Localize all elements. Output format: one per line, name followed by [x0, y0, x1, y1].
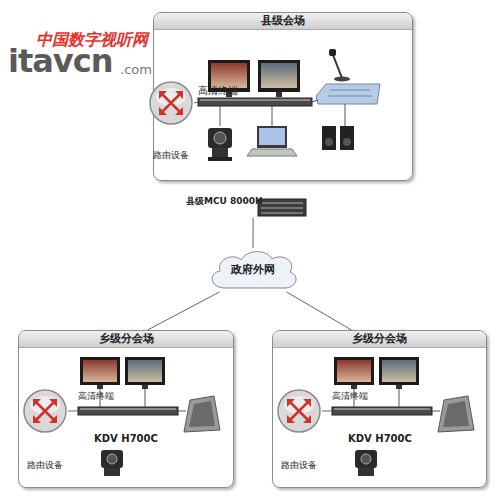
conference-microphone [438, 396, 474, 432]
watermark-text: itavcn [8, 42, 112, 80]
router-body [150, 82, 192, 124]
audio-mixer [316, 84, 380, 104]
router-node: 路由设备 [22, 388, 68, 472]
terminal-node: 高清终端 KDV H700C [78, 388, 178, 444]
network-link [68, 410, 78, 411]
network-link [148, 292, 220, 330]
node-label: 政府外网 [205, 262, 301, 277]
monitor [258, 60, 300, 97]
venue-box: 乡级分会场高清终端 KDV H700C 路由设备 [18, 330, 234, 488]
speaker [322, 126, 354, 150]
node-label: 县级会场 [154, 13, 412, 30]
venue-box: 乡级分会场高清终端 KDV H700C 路由设备 [272, 330, 487, 488]
monitor [334, 357, 374, 389]
conference-microphone [184, 396, 220, 432]
router-node: 路由设备 [148, 80, 194, 162]
network-link [194, 102, 198, 104]
microphone [329, 49, 350, 82]
node-label: 高清终端 [198, 84, 238, 98]
node-label: 乡级分会场 [19, 331, 233, 348]
terminal-device [198, 98, 312, 106]
node-label: 乡级分会场 [273, 331, 486, 348]
monitor [80, 357, 120, 389]
terminal-device [78, 407, 178, 415]
monitor [125, 357, 165, 389]
camera [101, 450, 123, 476]
model-label: KDV H700C [94, 433, 158, 444]
mcu-device [258, 199, 306, 216]
router-body [278, 390, 320, 432]
router-symbol [276, 388, 322, 434]
router-body [24, 390, 66, 432]
router-arrows [290, 402, 308, 420]
camera [208, 128, 232, 161]
router-arrows [162, 94, 180, 112]
terminal-device [332, 407, 432, 415]
monitor [379, 357, 419, 389]
node-label: 高清终端 [332, 390, 368, 403]
laptop [247, 126, 297, 156]
router-node: 路由设备 [276, 388, 322, 472]
node-label: 高清终端 [78, 390, 114, 403]
router-symbol [148, 80, 194, 126]
node-label: 路由设备 [276, 459, 322, 472]
node-label: 县级MCU 8000H [186, 195, 263, 208]
venue-box: 县级会场高清终端路由设备 [153, 12, 413, 181]
model-label: KDV H700C [348, 433, 412, 444]
terminal-node: 高清终端 [198, 84, 314, 108]
router-arrows [36, 402, 54, 420]
network-link [253, 218, 254, 248]
router-symbol [22, 388, 68, 434]
router-arrow-heads [33, 399, 57, 423]
network-link [287, 292, 352, 330]
camera [355, 450, 377, 476]
network-cloud: 政府外网 [205, 248, 301, 292]
node-label: 路由设备 [148, 149, 194, 162]
wire [220, 97, 345, 126]
node-label: 路由设备 [22, 459, 68, 472]
router-arrow-heads [159, 91, 183, 115]
watermark-text: .com [120, 62, 152, 77]
mcu-node: 县级MCU 8000H [186, 186, 308, 218]
network-link [322, 410, 332, 411]
router-arrow-heads [287, 399, 311, 423]
terminal-node: 高清终端 KDV H700C [332, 388, 432, 444]
